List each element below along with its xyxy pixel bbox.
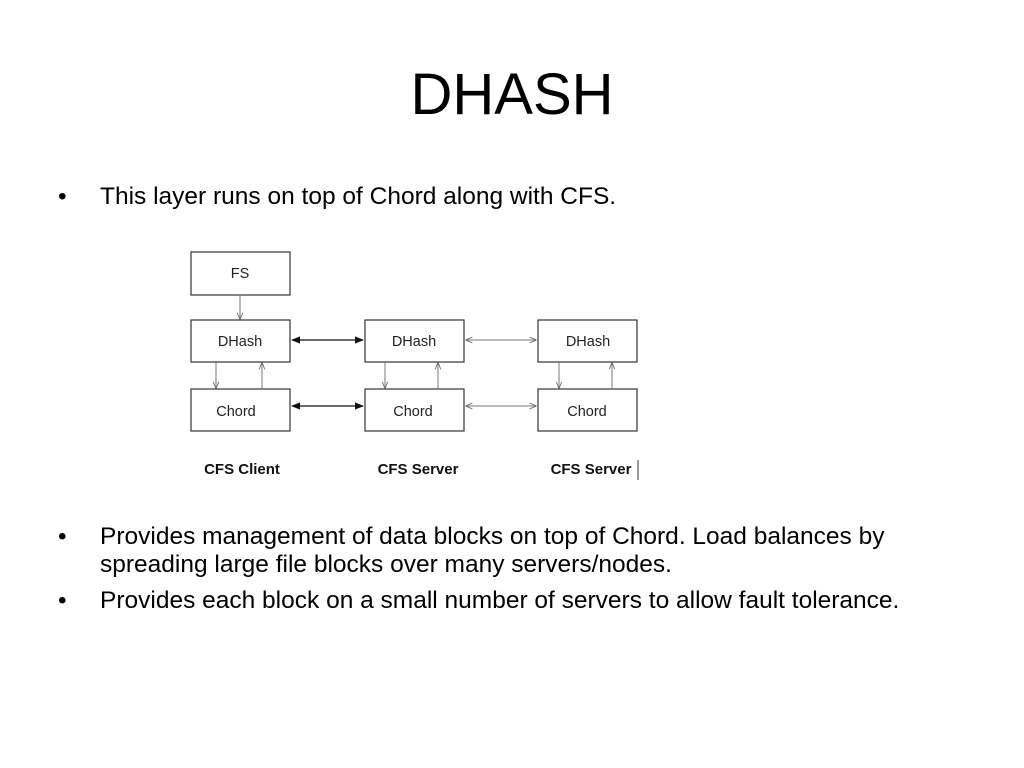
bullet-list-top: • This layer runs on top of Chord along …	[58, 183, 958, 219]
bullet-icon: •	[58, 183, 67, 210]
node-chord-client-label: Chord	[216, 404, 256, 420]
caption-cfs-server-2: CFS Server	[551, 461, 632, 478]
bullet-list-bottom: • Provides management of data blocks on …	[58, 523, 958, 623]
node-chord-server2: Chord	[537, 388, 638, 432]
bullet-icon: •	[58, 523, 67, 550]
caption-cfs-server-1: CFS Server	[378, 461, 459, 478]
bullet-item: • Provides management of data blocks on …	[58, 523, 958, 579]
node-chord-server1-label: Chord	[393, 404, 433, 420]
node-chord-server2-label: Chord	[567, 404, 607, 420]
bullet-text: This layer runs on top of Chord along wi…	[100, 183, 617, 210]
bullet-item: • Provides each block on a small number …	[58, 587, 958, 615]
bullet-icon: •	[58, 587, 67, 614]
slide-title: DHASH	[410, 62, 614, 127]
bullet-text: Provides management of data blocks on to…	[100, 523, 885, 578]
bullet-text: Provides each block on a small number of…	[100, 587, 900, 614]
node-dhash-server2: DHash	[537, 319, 638, 363]
node-fs-label: FS	[231, 266, 250, 282]
node-dhash-client-label: DHash	[218, 334, 262, 350]
node-dhash-server2-label: DHash	[566, 334, 610, 350]
node-chord-server1: Chord	[364, 388, 465, 432]
caption-cfs-client: CFS Client	[204, 461, 280, 478]
node-chord-client: Chord	[190, 388, 291, 432]
bullet-item: • This layer runs on top of Chord along …	[58, 183, 958, 211]
node-dhash-server1: DHash	[364, 319, 465, 363]
node-fs: FS	[190, 251, 291, 296]
node-dhash-client: DHash	[190, 319, 291, 363]
node-dhash-server1-label: DHash	[392, 334, 436, 350]
